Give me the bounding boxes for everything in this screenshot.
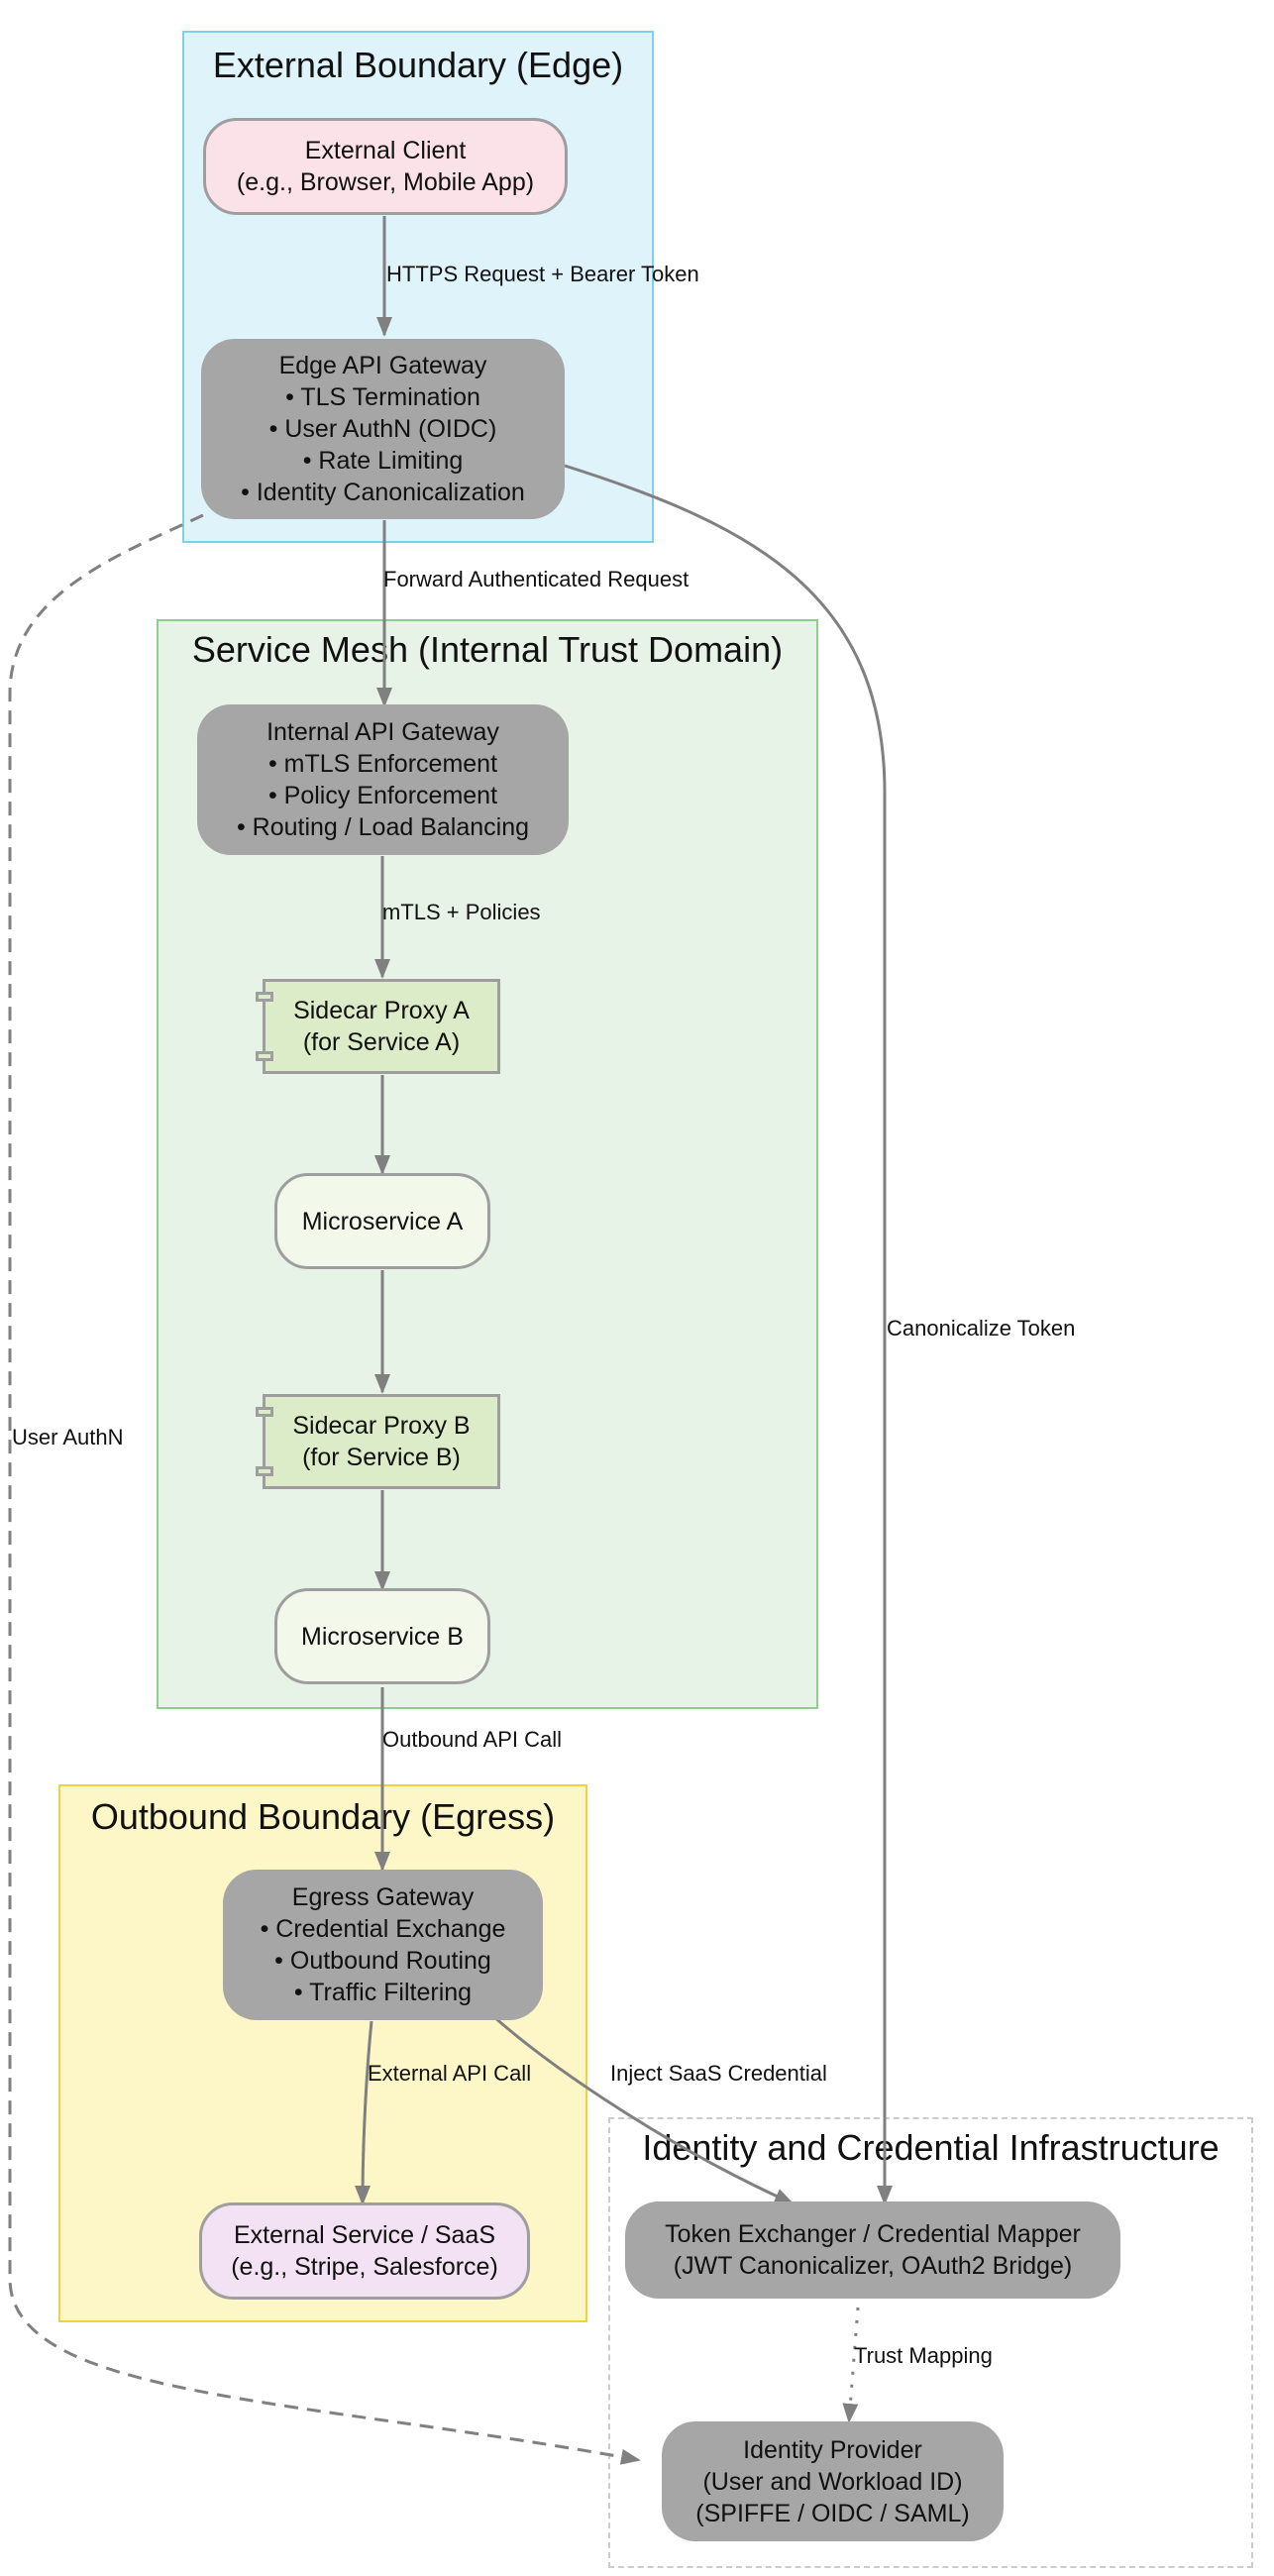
microservice-a-node: Microservice A [274,1173,490,1269]
component-tab-icon [256,1051,273,1061]
component-tab-icon [256,1407,273,1417]
edge-egress-gateway-to-saas [355,2020,373,2205]
internal-api-gateway-node: Internal API Gateway • mTLS Enforcement … [197,704,569,855]
external-saas-node: External Service / SaaS (e.g., Stripe, S… [199,2202,530,2300]
edge-label-outbound-api-call: Outbound API Call [382,1727,563,1752]
edge-label-canonicalize-token: Canonicalize Token [887,1316,1076,1341]
edge-label-forward-request: Forward Authenticated Request [383,567,690,591]
cluster-identity-infrastructure-title: Identity and Credential Infrastructure [642,2127,1220,2168]
edge-label-mtls-policies: mTLS + Policies [382,900,541,924]
sidecar-proxy-a-node: Sidecar Proxy A (for Service A) [256,979,500,1074]
identity-provider-node: Identity Provider (User and Workload ID)… [662,2421,1004,2541]
edge-label-inject-saas-credential: Inject SaaS Credential [610,2061,827,2086]
token-exchanger-node: Token Exchanger / Credential Mapper (JWT… [625,2201,1120,2299]
cluster-service-mesh-title: Service Mesh (Internal Trust Domain) [191,629,784,670]
cluster-external-boundary-title: External Boundary (Edge) [212,45,624,85]
edge-edge-gateway-to-token-exchanger [564,464,893,2205]
egress-gateway-node: Egress Gateway • Credential Exchange • O… [223,1870,543,2020]
edge-edge-gateway-to-identity-provider [8,513,641,2465]
edge-token-exchanger-to-identity-provider [842,2294,861,2423]
external-client-node: External Client (e.g., Browser, Mobile A… [203,118,568,215]
component-tab-icon [256,992,273,1002]
edge-label-https-request: HTTPS Request + Bearer Token [386,262,699,286]
edge-egress-gateway-to-token-exchanger [492,2014,795,2205]
edge-api-gateway-node: Edge API Gateway • TLS Termination • Use… [201,339,565,519]
edge-label-user-authn: User AuthN [12,1425,124,1449]
sidecar-proxy-b-node: Sidecar Proxy B (for Service B) [256,1394,500,1489]
microservice-b-node: Microservice B [274,1588,490,1684]
cluster-outbound-boundary-title: Outbound Boundary (Egress) [90,1796,556,1837]
edge-label-trust-mapping: Trust Mapping [854,2343,993,2368]
component-tab-icon [256,1466,273,1476]
edge-label-external-api-call: External API Call [368,2061,532,2086]
